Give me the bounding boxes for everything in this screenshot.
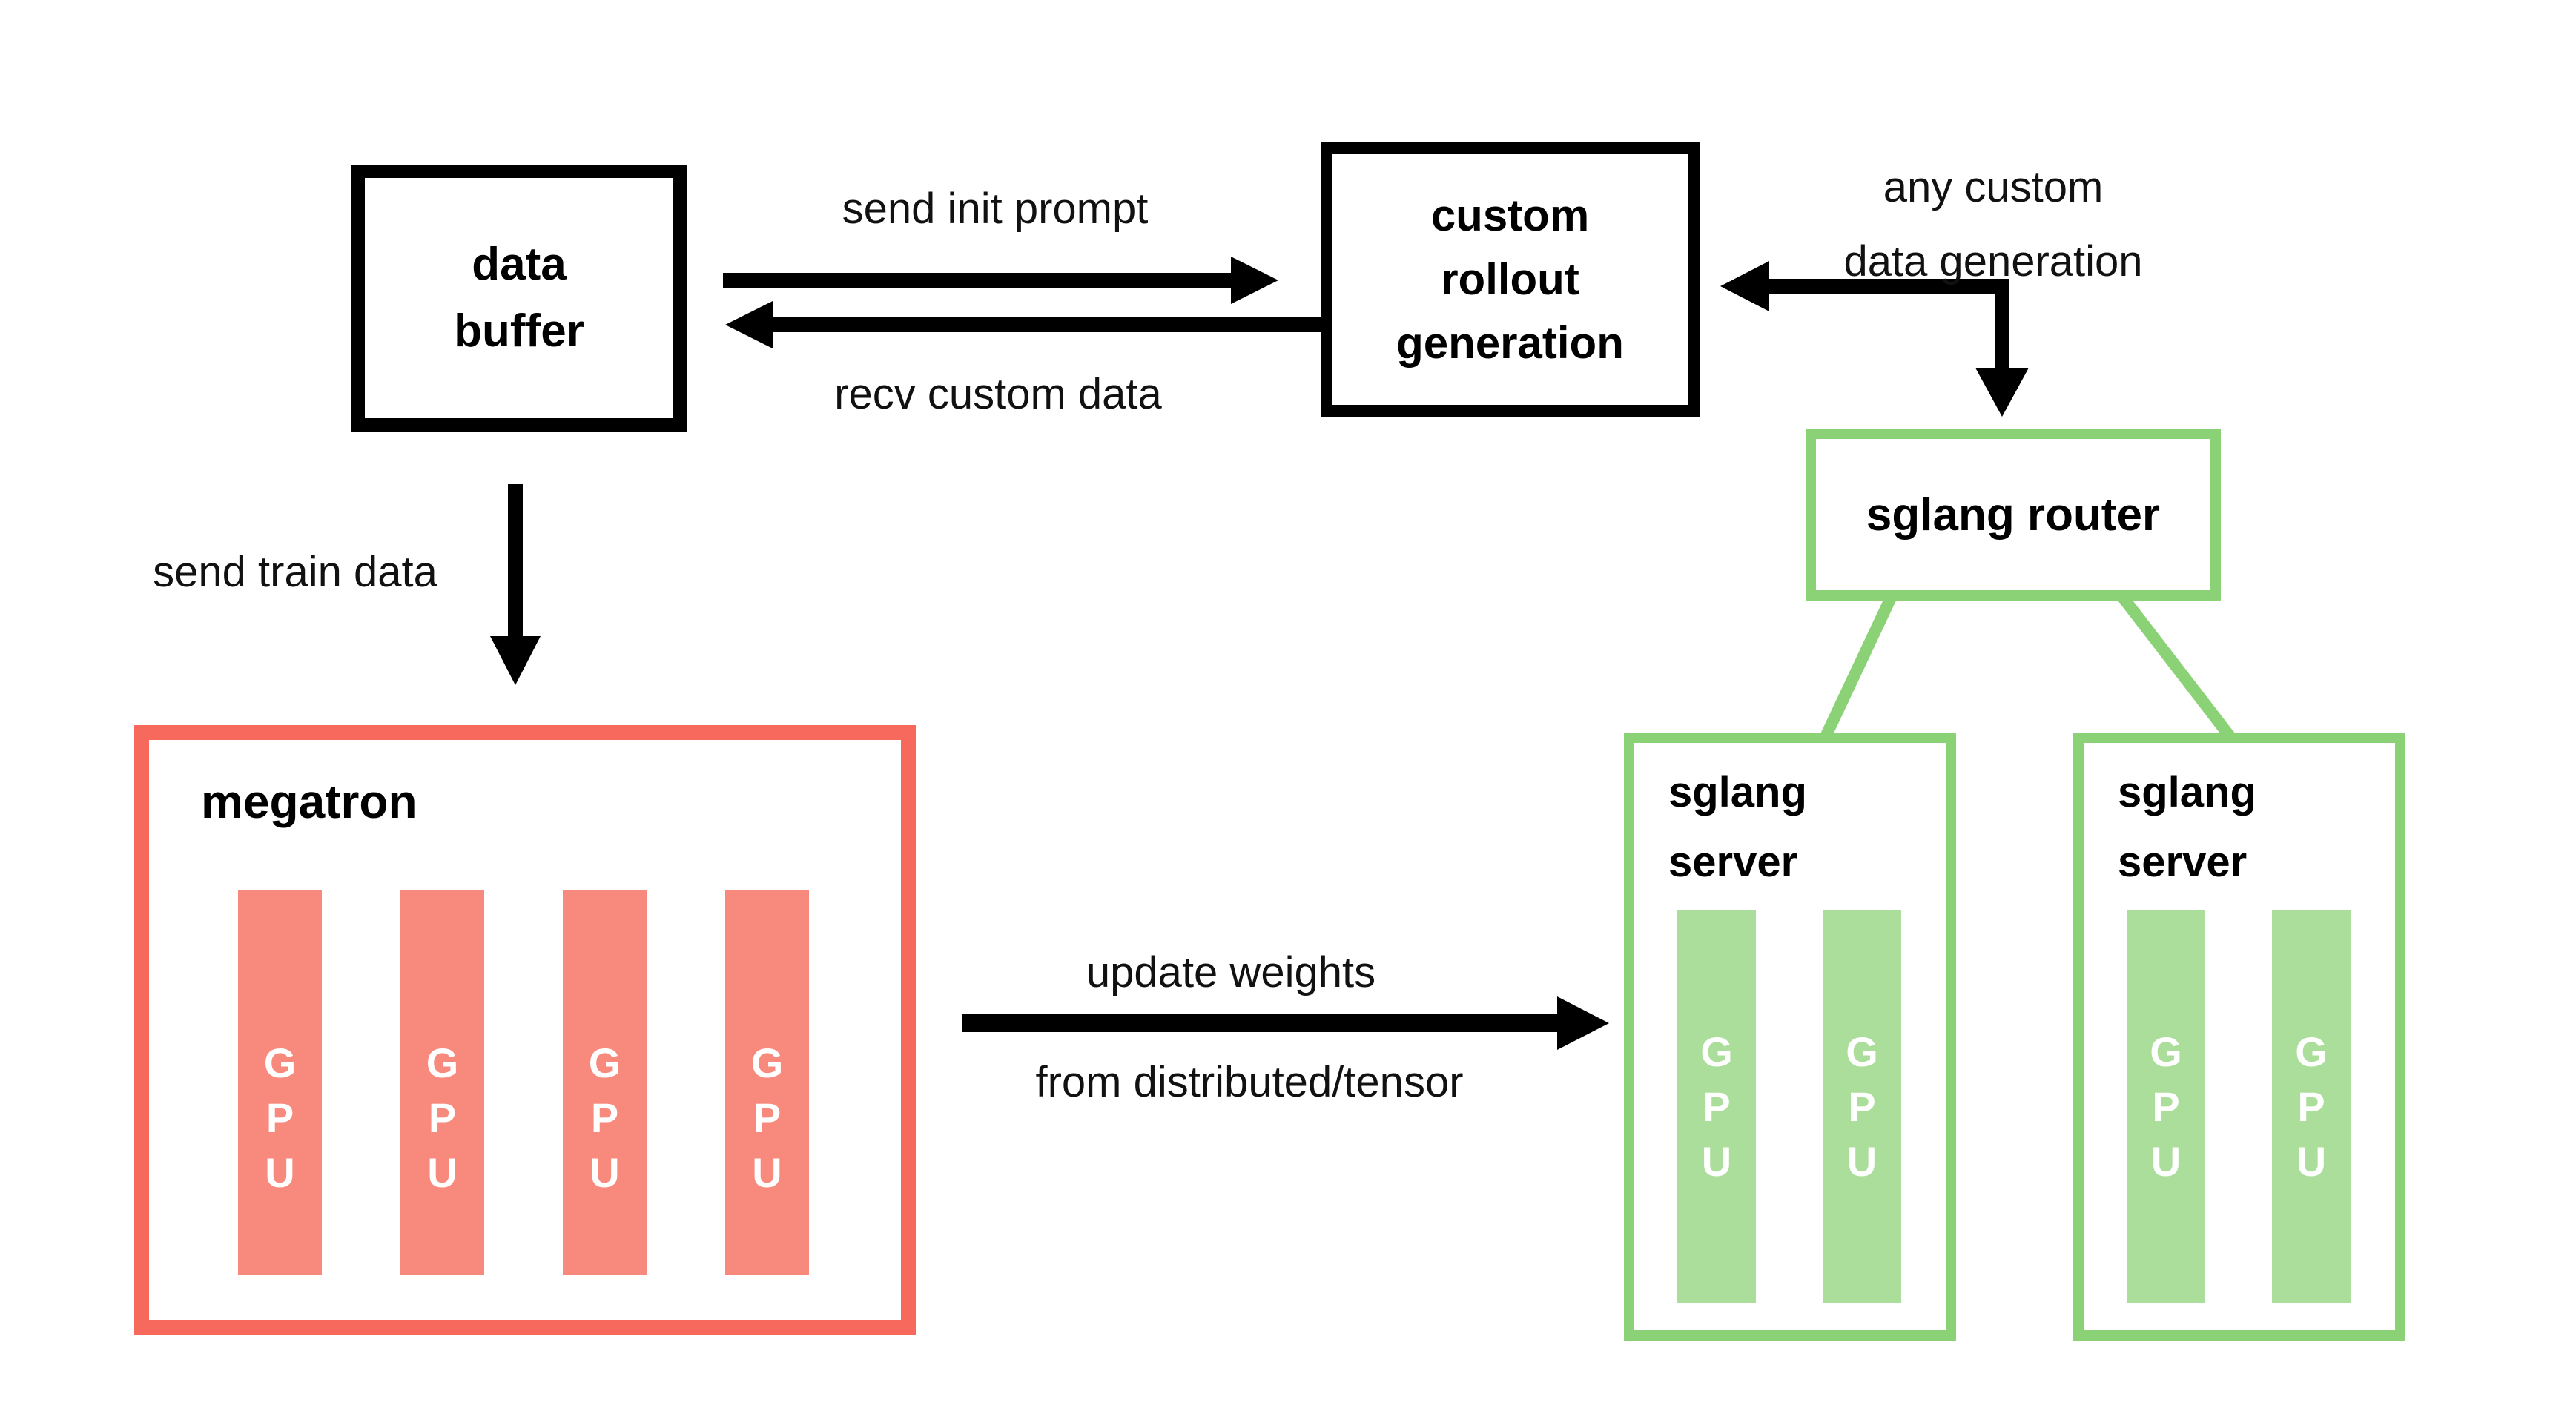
update-weights-arrow bbox=[962, 996, 1609, 1050]
data-buffer-node: data buffer bbox=[351, 165, 687, 432]
send-train-data-label: send train data bbox=[153, 548, 437, 596]
any-custom-data-elbow-arrow bbox=[1720, 261, 2029, 417]
data-buffer-label: data buffer bbox=[454, 239, 584, 357]
from-distributed-tensor-label: from distributed/tensor bbox=[1035, 1058, 1464, 1106]
sglang-router-label: sglang router bbox=[1866, 489, 2161, 541]
recv-custom-data-arrow bbox=[725, 301, 1324, 348]
send-init-prompt-arrow bbox=[723, 257, 1278, 304]
sglang-server-2-label: sglang server bbox=[2118, 768, 2256, 886]
custom-rollout-generation-node: custom rollout generation bbox=[1321, 142, 1700, 417]
send-train-data-arrow bbox=[490, 484, 541, 685]
update-weights-label: update weights bbox=[1086, 948, 1376, 996]
router-to-server2-line bbox=[2116, 591, 2240, 747]
router-to-server1-line bbox=[1817, 592, 1898, 746]
custom-rollout-generation-label: custom rollout generation bbox=[1396, 191, 1624, 368]
recv-custom-data-label: recv custom data bbox=[834, 370, 1162, 418]
megatron-label: megatron bbox=[201, 775, 417, 828]
sglang-router-node: sglang router bbox=[1806, 429, 2221, 601]
any-custom-data-generation-label: any custom data generation bbox=[1843, 163, 2143, 285]
sglang-server-1-label: sglang server bbox=[1668, 768, 1807, 886]
send-init-prompt-label: send init prompt bbox=[842, 185, 1149, 233]
